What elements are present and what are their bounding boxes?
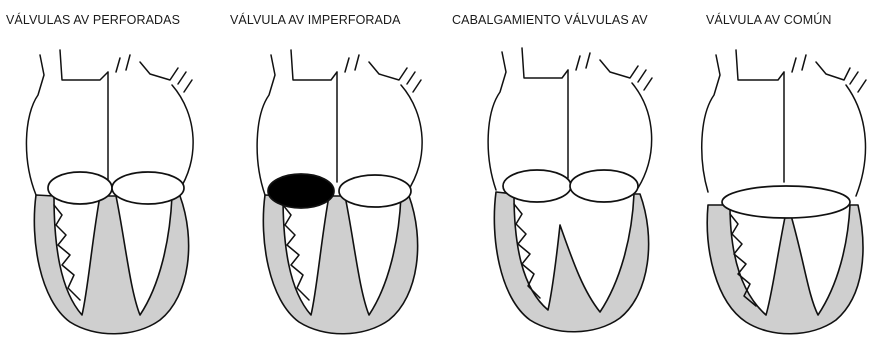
right-av-valve [503, 170, 571, 202]
panel-perforated-valves: VÁLVULAS AV PERFORADAS [0, 0, 210, 350]
ventricles [707, 205, 863, 334]
right-av-valve [48, 172, 112, 204]
ventricles [34, 195, 188, 334]
panel-imperforate-valve: VÁLVULA AV IMPERFORADA [225, 0, 440, 350]
heart-diagram [678, 0, 870, 350]
ventricles [494, 192, 648, 332]
atria-outline [702, 50, 866, 196]
common-av-valve [722, 186, 850, 218]
heart-diagram [448, 0, 673, 350]
left-av-valve [112, 172, 184, 204]
imperforate-right-av-valve [268, 174, 334, 208]
heart-diagram [225, 0, 440, 350]
heart-diagram [0, 0, 210, 350]
atria-outline [488, 48, 652, 190]
atria-outline [26, 50, 193, 195]
panel-overriding-valves: CABALGAMIENTO VÁLVULAS AV [448, 0, 673, 350]
atria-outline [257, 50, 422, 195]
left-av-valve [339, 175, 411, 207]
ventricles [263, 195, 417, 334]
panel-common-valve: VÁLVULA AV COMÚN [678, 0, 870, 350]
left-av-valve [570, 170, 638, 202]
